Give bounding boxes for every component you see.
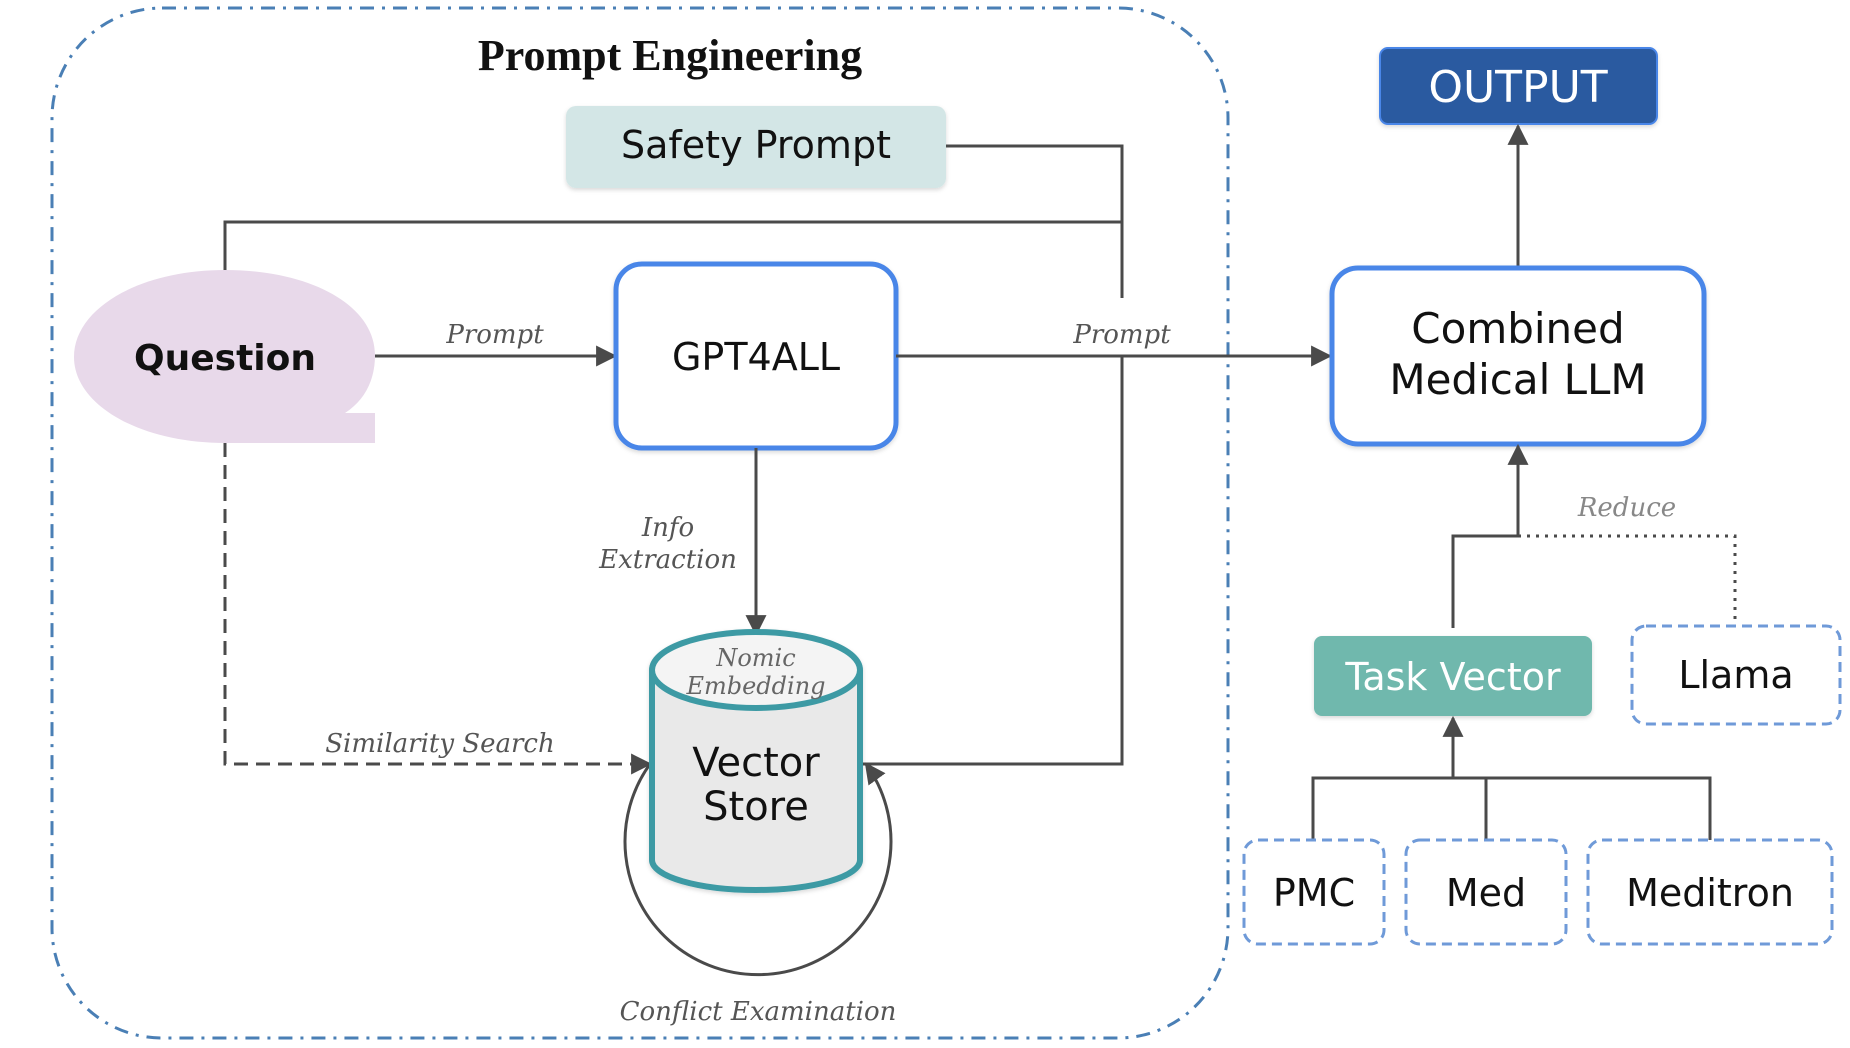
- combined-llm-label-line1: Combined: [1411, 304, 1624, 353]
- output-label: OUTPUT: [1428, 62, 1607, 113]
- meditron-label: Meditron: [1626, 871, 1794, 915]
- similarity-search-arrow: [223, 443, 653, 775]
- frame-title: Prompt Engineering: [478, 31, 862, 80]
- reduce-label: Reduce: [1577, 493, 1676, 523]
- vector-store-label-line2: Store: [703, 784, 809, 830]
- med-label: Med: [1446, 871, 1526, 915]
- safety-prompt-node: [566, 106, 946, 188]
- llama-node: [1630, 624, 1842, 726]
- combined-llm-label-line2: Medical LLM: [1389, 355, 1646, 404]
- prompt-label-1: Prompt: [445, 320, 544, 350]
- pmc-node: [1242, 838, 1386, 946]
- nomic-embedding-label-line1: Nomic: [715, 644, 795, 672]
- question-node: [74, 270, 375, 443]
- task-vector-to-merge-line: [1451, 534, 1518, 628]
- nomic-embedding-label-line2: Embedding: [685, 672, 825, 700]
- llama-reduce-dotted-line: [1518, 534, 1737, 624]
- prompt-label-2: Prompt: [1072, 320, 1171, 350]
- vector-store-to-prompt-line: [862, 356, 1124, 766]
- task-vector-label: Task Vector: [1344, 655, 1561, 699]
- conflict-examination-loop: [623, 762, 893, 977]
- safety-prompt-label: Safety Prompt: [621, 123, 891, 167]
- vector-store-label-line1: Vector: [692, 740, 820, 786]
- llama-label: Llama: [1678, 653, 1793, 697]
- safety-to-prompt-line: [946, 144, 1124, 298]
- models-bus-line: [1311, 776, 1712, 840]
- question-label: Question: [134, 338, 316, 379]
- similarity-search-label: Similarity Search: [325, 729, 555, 759]
- vector-store-node: [649, 629, 863, 893]
- task-vector-node: [1314, 636, 1592, 716]
- gpt4all-label: GPT4ALL: [672, 335, 840, 379]
- med-node: [1404, 838, 1568, 946]
- pmc-label: PMC: [1273, 871, 1355, 915]
- info-extraction-label-line2: Extraction: [598, 545, 737, 575]
- info-extraction-label-line1: Info: [641, 513, 694, 543]
- question-top-line: [223, 220, 1122, 272]
- conflict-examination-label: Conflict Examination: [620, 997, 897, 1027]
- meditron-node: [1586, 838, 1834, 946]
